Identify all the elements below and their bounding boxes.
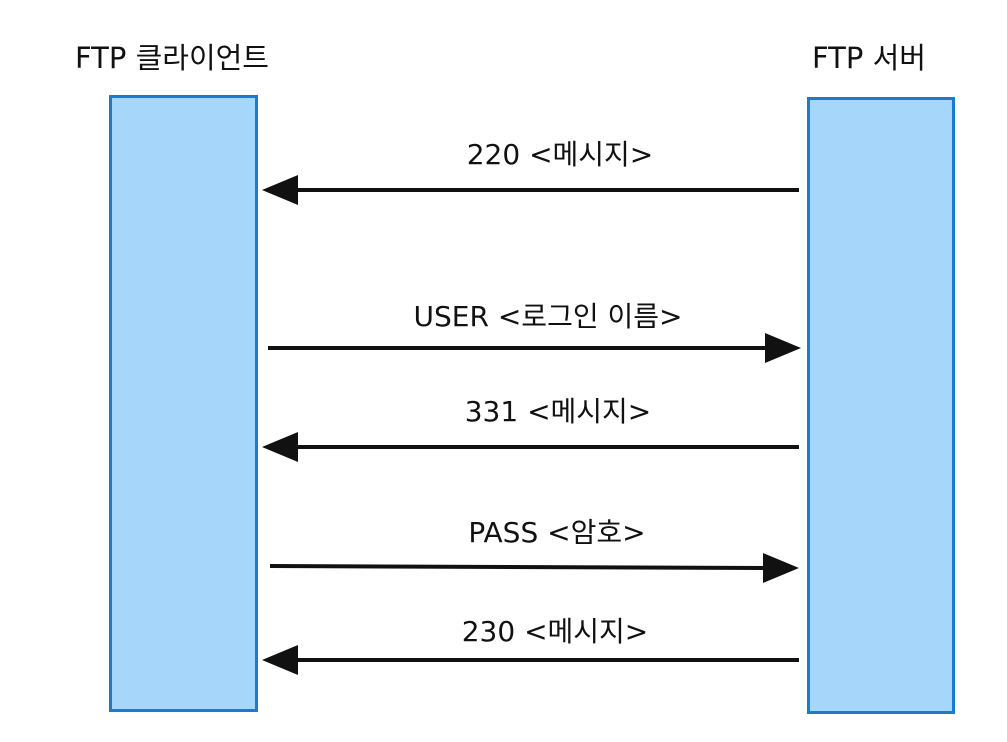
message-label-331: 331 <메시지>	[464, 395, 652, 428]
server-lifeline	[807, 97, 955, 714]
message-label-220: 220 <메시지>	[466, 138, 654, 171]
message-label-pass: PASS <암호>	[468, 516, 646, 549]
message-label-230: 230 <메시지>	[461, 615, 649, 648]
arrow-pass	[269, 553, 799, 583]
arrow-331	[262, 432, 799, 462]
server-title: FTP 서버	[812, 41, 926, 75]
client-lifeline	[109, 95, 258, 712]
arrow-220	[262, 175, 799, 205]
client-title: FTP 클라이언트	[75, 41, 269, 75]
message-label-user: USER <로그인 이름>	[413, 300, 683, 333]
arrow-user	[268, 333, 801, 363]
arrow-230	[262, 645, 799, 675]
